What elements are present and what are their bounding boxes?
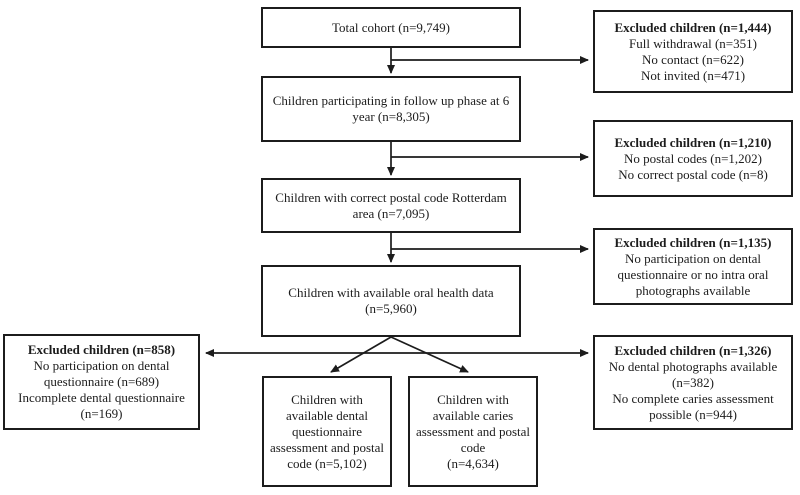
box-text-line: (n=382) <box>672 374 714 390</box>
box-text-line: questionnaire (n=689) <box>43 374 160 389</box>
box-excluded-photos: Excluded children (n=1,326) No dental ph… <box>593 335 793 430</box>
box-text-line: Children with available oral health data <box>288 285 494 300</box>
box-text-line: Total cohort (n=9,749) <box>332 19 450 35</box>
box-dental-questionnaire-result: Children with available dental questionn… <box>262 376 392 487</box>
box-total-cohort: Total cohort (n=9,749) <box>261 7 521 48</box>
box-text-line: Full withdrawal (n=351) <box>629 35 757 51</box>
box-text-line: No participation on dental <box>33 358 170 373</box>
box-text-line: No correct postal code (n=8) <box>618 166 768 182</box>
box-text-line: area (n=7,095) <box>352 205 430 221</box>
box-oral-health-data: Children with available oral health data… <box>261 265 521 337</box>
box-text-line: photographs available <box>635 282 751 298</box>
box-text-line: No dental photographs available <box>608 358 778 374</box>
box-text-line: No contact (n=622) <box>642 51 744 67</box>
box-text-line: year (n=8,305) <box>352 109 430 124</box>
box-text-line: code <box>460 439 486 455</box>
box-text-line: available caries <box>432 407 514 423</box>
box-text-line: Children participating in follow up phas… <box>272 93 510 108</box>
box-text-line: possible (n=944) <box>649 406 737 422</box>
excluded-title: Excluded children (n=1,326) <box>614 342 772 358</box>
box-text-line: (n=169) <box>80 406 123 421</box>
box-text-line: (n=4,634) <box>447 455 499 471</box>
box-text-line: No complete caries assessment <box>612 390 774 406</box>
box-excluded-questionnaire: Excluded children (n=858) No participati… <box>3 334 200 430</box>
box-excluded-postal: Excluded children (n=1,210) No postal co… <box>593 120 793 197</box>
box-text-line: Children with <box>437 391 509 407</box>
excluded-title: Excluded children (n=858) <box>27 342 176 357</box>
box-text-line: Not invited (n=471) <box>640 67 746 83</box>
box-text-line: Incomplete dental questionnaire <box>18 390 185 405</box>
box-text-line: questionnaire <box>291 423 363 439</box>
arrow-oral-to-questionnaire <box>330 336 392 373</box>
box-correct-postal-code: Children with correct postal code Rotter… <box>261 178 521 233</box>
box-text-line: code (n=5,102) <box>287 455 367 471</box>
excluded-title: Excluded children (n=1,444) <box>614 19 772 35</box>
box-text-line: questionnaire or no intra oral <box>617 266 769 282</box>
box-text-line: Children with <box>291 391 363 407</box>
arrow-oral-to-caries <box>390 336 469 373</box>
excluded-title: Excluded children (n=1,135) <box>614 234 772 250</box>
box-text-line: available dental <box>286 407 368 423</box>
box-text-line: Children with correct postal code Rotter… <box>275 189 507 205</box>
excluded-title: Excluded children (n=1,210) <box>614 134 772 150</box>
box-text-line: No participation on dental <box>624 250 762 266</box>
box-caries-assessment-result: Children with available caries assessmen… <box>408 376 538 487</box>
box-followup-phase: Children participating in follow up phas… <box>261 76 521 142</box>
box-excluded-withdrawal: Excluded children (n=1,444) Full withdra… <box>593 10 793 93</box>
box-text-line: assessment and postal <box>415 423 531 439</box>
box-text-line: assessment and postal <box>269 439 385 455</box>
box-excluded-participation: Excluded children (n=1,135) No participa… <box>593 228 793 305</box>
box-text-line: No postal codes (n=1,202) <box>623 150 763 166</box>
box-text-line: (n=5,960) <box>365 301 417 316</box>
